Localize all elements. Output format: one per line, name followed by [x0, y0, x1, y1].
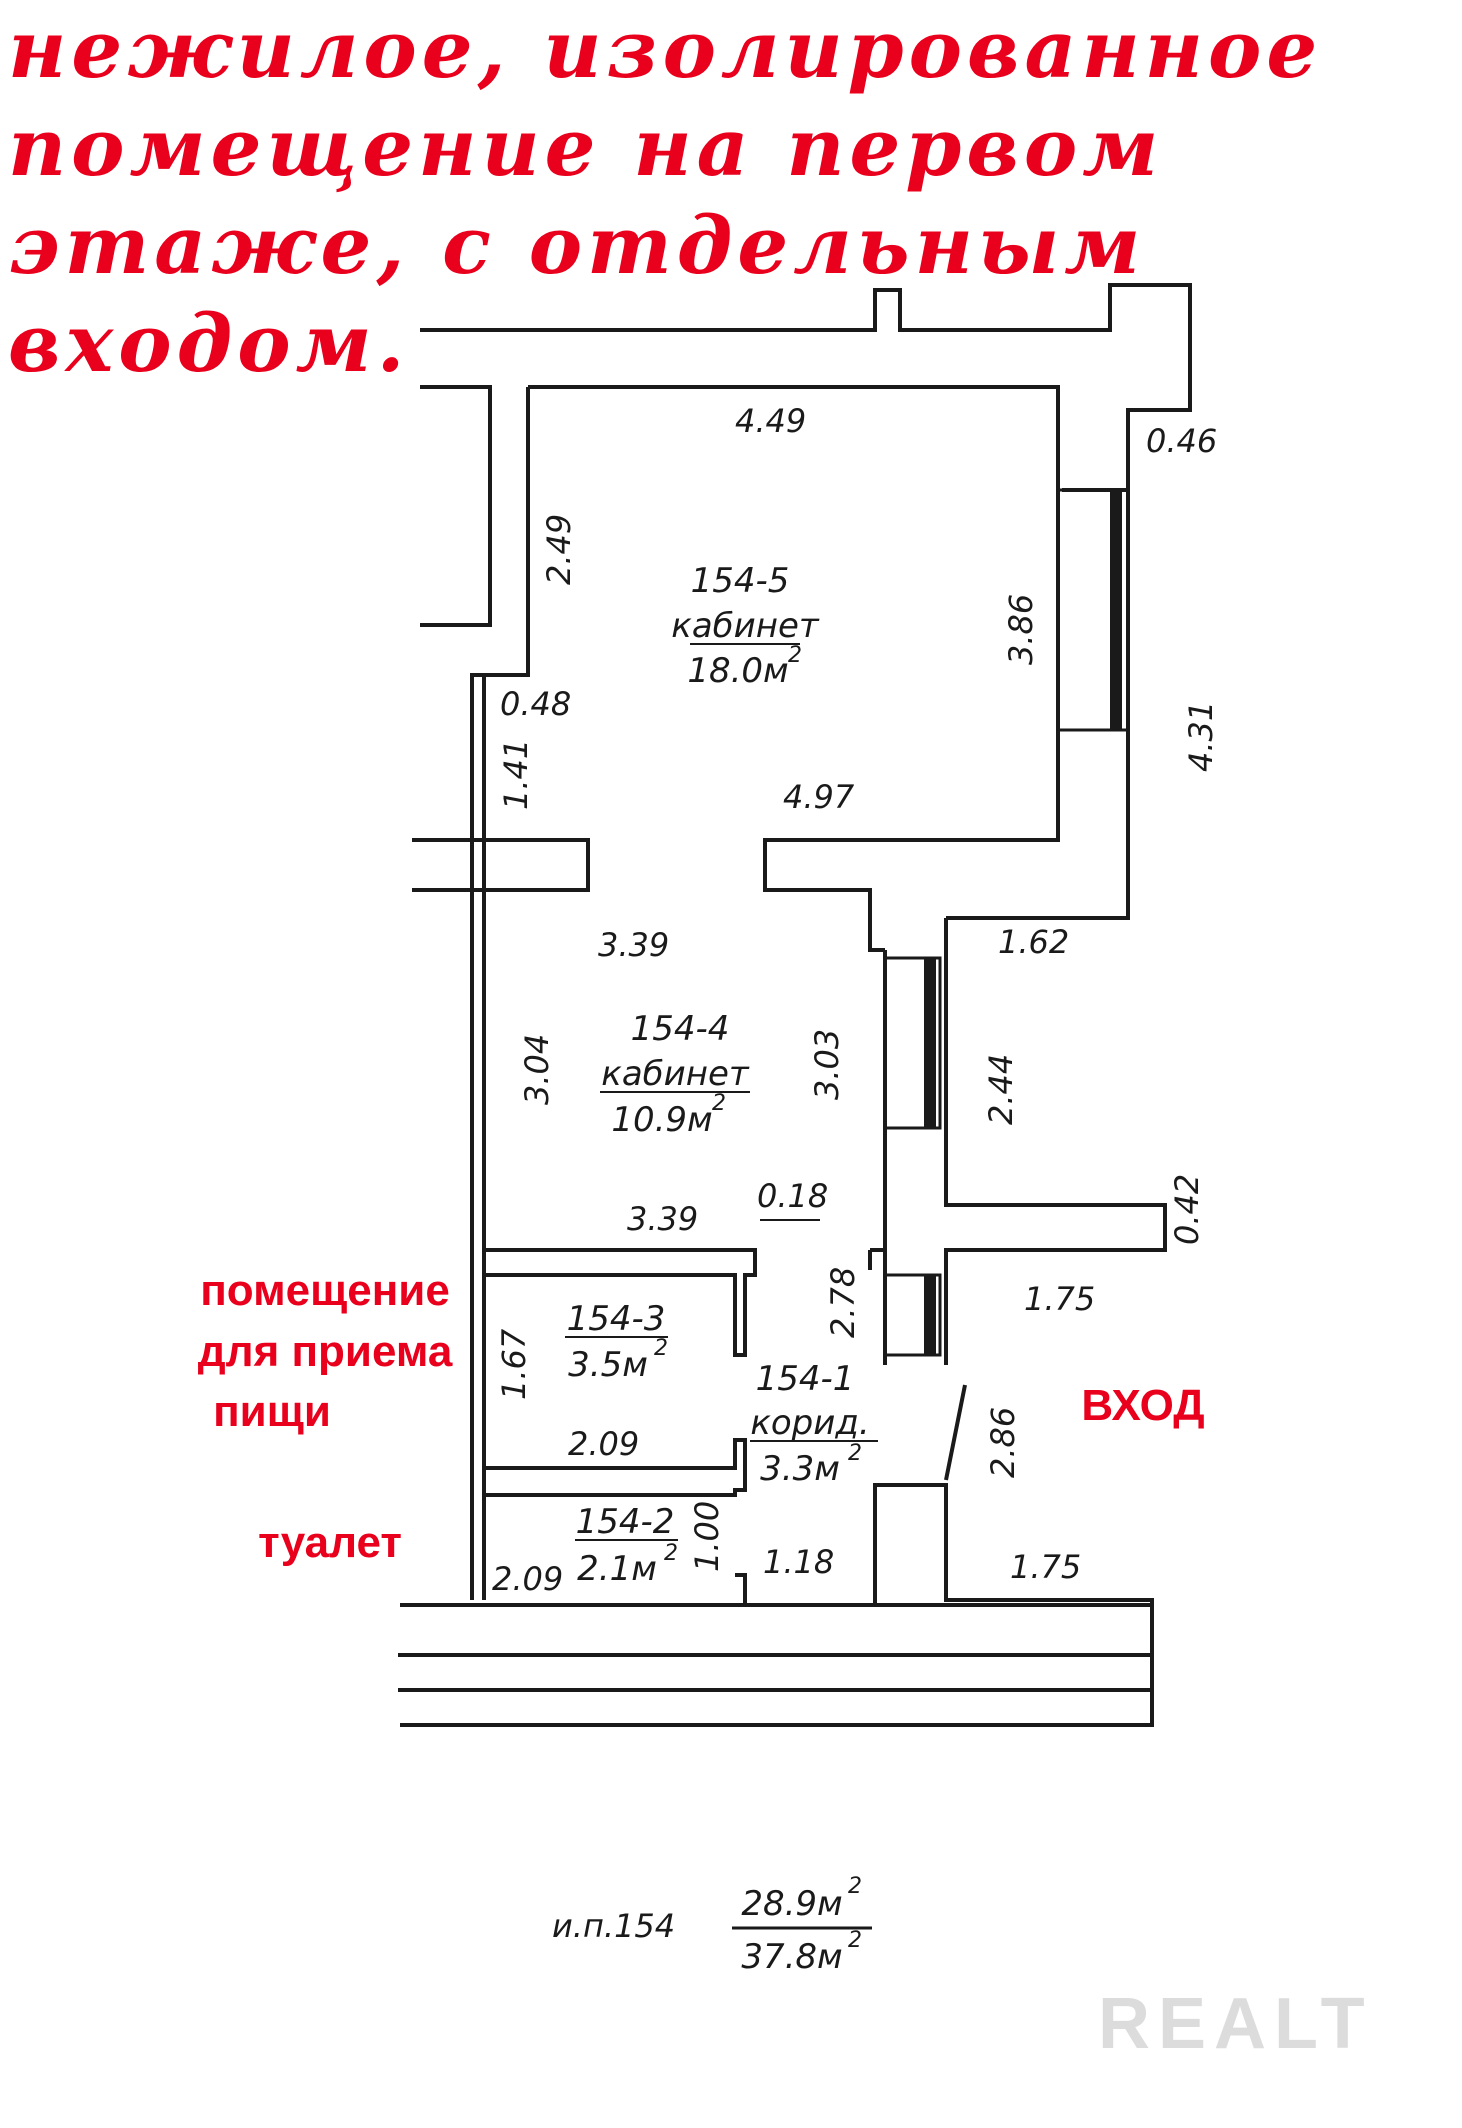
area-superscript: 2 — [788, 643, 802, 668]
room-number: 154-5 — [691, 561, 790, 601]
entrance-note: ВХОД — [1081, 1381, 1204, 1430]
living-area: 28.9м — [741, 1884, 842, 1924]
room-154-2-label: 154-2 2.1м 2 — [575, 1502, 678, 1589]
dim-ext-low-top: 1.75 — [1024, 1280, 1095, 1318]
dim-outer-right-top: 0.46 — [1146, 422, 1217, 460]
dim-r4-left: 3.04 — [518, 1034, 556, 1105]
dim-west-gap: 1.41 — [497, 739, 535, 810]
dim-r4-right: 3.03 — [808, 1029, 846, 1100]
dim-entry-bottom: 1.75 — [1010, 1548, 1081, 1586]
room-number: 154-2 — [576, 1502, 675, 1542]
dim-r4-step: 0.18 — [757, 1177, 828, 1215]
summary-label: и.п.154 — [552, 1907, 675, 1945]
room-154-4-label: 154-4 кабинет 10.9м 2 — [600, 1009, 750, 1140]
dim-ext-mid-height: 2.44 — [982, 1054, 1020, 1125]
headline: нежилое, изолированное помещение на перв… — [8, 2, 1323, 390]
dim-r3-height: 1.67 — [495, 1328, 533, 1400]
dim-entry-height: 2.86 — [984, 1407, 1022, 1478]
windows — [924, 490, 1122, 1355]
dim-corr-lower: 1.18 — [763, 1543, 834, 1581]
dim-corr-upper: 2.78 — [824, 1267, 862, 1338]
area-superscript: 2 — [664, 1541, 678, 1566]
area-superscript: 2 — [848, 1874, 862, 1899]
room-area: 10.9м — [611, 1100, 712, 1140]
dim-r5-bottom: 4.97 — [783, 778, 855, 816]
dim-r4-bottom: 3.39 — [627, 1200, 698, 1238]
kitchen-note-line3: пищи — [213, 1387, 331, 1436]
kitchen-note-line1: помещение — [200, 1266, 450, 1315]
area-summary: и.п.154 28.9м 2 37.8м 2 — [552, 1874, 862, 1977]
area-superscript: 2 — [712, 1091, 726, 1116]
room-number: 154-1 — [756, 1359, 855, 1399]
room-number: 154-3 — [567, 1299, 666, 1339]
dim-pillar: 0.48 — [500, 685, 571, 723]
room-154-1-label: 154-1 корид. 3.3м 2 — [750, 1359, 878, 1489]
area-superscript: 2 — [848, 1441, 862, 1466]
room-type: кабинет — [671, 606, 820, 646]
walls — [398, 283, 1192, 1930]
area-superscript: 2 — [654, 1336, 668, 1361]
dim-r4-top: 3.39 — [598, 926, 669, 964]
dim-r2-width: 2.09 — [492, 1560, 563, 1598]
window-frames — [883, 488, 1130, 1357]
room-154-5-label: 154-5 кабинет 18.0м 2 — [671, 561, 820, 691]
room-type: кабинет — [601, 1054, 750, 1094]
dim-r5-top: 4.49 — [735, 402, 806, 440]
dim-ext-mid-top: 1.62 — [998, 923, 1069, 961]
dim-outer-right-long: 4.31 — [1182, 701, 1220, 772]
room-area: 2.1м — [577, 1549, 657, 1589]
total-area: 37.8м — [741, 1937, 842, 1977]
room-154-3-label: 154-3 3.5м 2 — [565, 1299, 668, 1385]
dim-r5-left: 2.49 — [540, 514, 578, 585]
room-area: 3.5м — [568, 1345, 648, 1385]
dim-ext-wall: 0.42 — [1168, 1174, 1206, 1245]
area-superscript: 2 — [848, 1928, 862, 1953]
dim-r2-height: 1.00 — [688, 1501, 726, 1572]
toilet-note: туалет — [258, 1518, 402, 1567]
dim-r5-right: 3.86 — [1002, 594, 1040, 665]
kitchen-note-line2: для приема — [198, 1327, 453, 1376]
watermark: REALT — [1098, 1984, 1373, 2064]
dim-r3-bottom: 2.09 — [568, 1425, 639, 1463]
room-area: 18.0м — [687, 651, 788, 691]
room-number: 154-4 — [631, 1009, 730, 1049]
room-area: 3.3м — [760, 1449, 840, 1489]
room-type: корид. — [750, 1403, 869, 1443]
